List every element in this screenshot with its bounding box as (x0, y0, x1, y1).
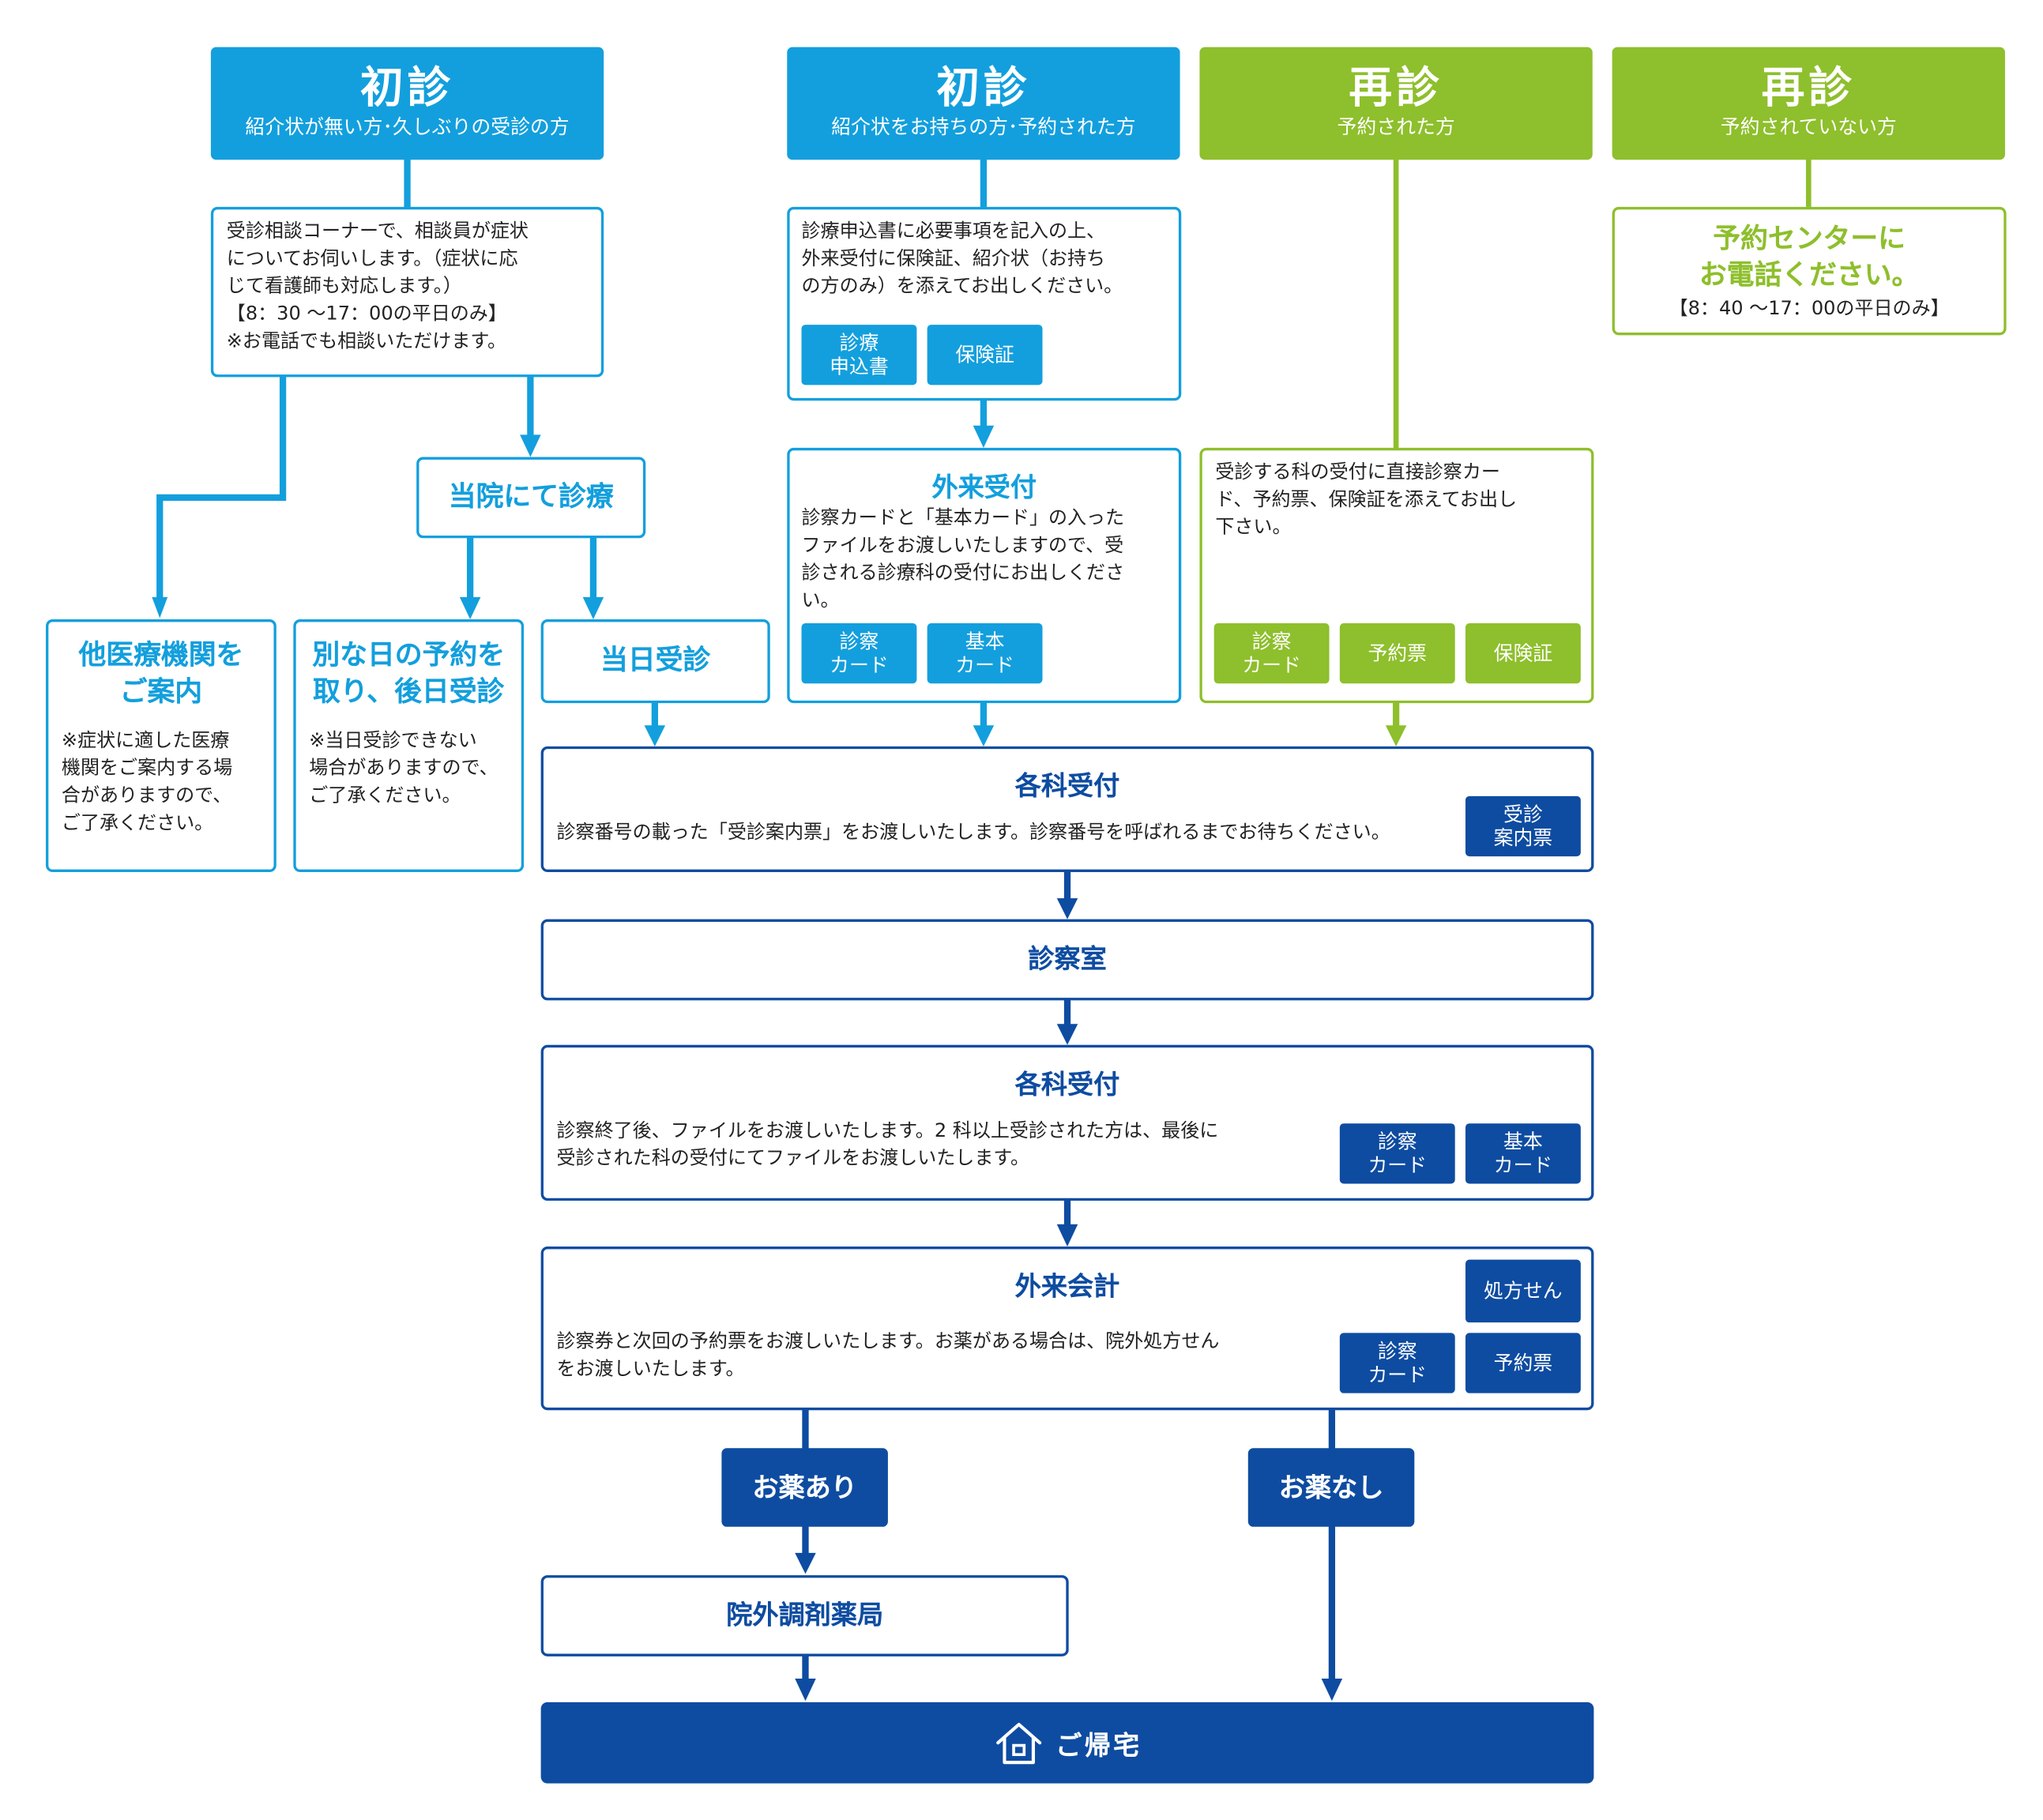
header-title: 初診 (359, 61, 455, 113)
accounting-text: 診察券と次回の予約票をお渡しいたします。お薬がある場合は、院外処方せん をお渡し… (556, 1331, 1220, 1381)
tag-guide-slip: 受診 案内票 (1465, 795, 1581, 857)
pharmacy-box (540, 1575, 1069, 1656)
department-reception-text: 診察番号の載った「受診案内票」をお渡しいたします。診察番号を呼ばれるまでお待ちく… (556, 822, 1390, 844)
department-reception-box (540, 746, 1594, 872)
header-subtitle: 紹介状をお持ちの方･予約された方 (831, 115, 1136, 139)
other-institution-title: 他医療機関を ご案内 (78, 638, 244, 708)
header-title: 再診 (1349, 61, 1443, 113)
reservation-center-hours: 【8：40 ～17：00の平日のみ】 (1669, 298, 1950, 320)
branch-with-medicine: お薬あり (721, 1448, 888, 1527)
header-subtitle: 紹介状が無い方･久しぶりの受診の方 (245, 115, 570, 139)
treat-here-box (416, 457, 646, 539)
department-reception-title: 各科受付 (1014, 769, 1120, 802)
header-return-reserved: 再診 予約された方 (1199, 47, 1593, 160)
tag-reservation-slip: 予約票 (1339, 623, 1455, 684)
department-reception-after-title: 各科受付 (1014, 1068, 1120, 1100)
direct-department-text: 受診する科の受付に直接診察カー ド、予約票、保険証を添えてお出し 下さい。 (1215, 462, 1518, 539)
tag-patient-card: 診察 カード (1339, 1333, 1455, 1393)
department-reception-after-text: 診察終了後、ファイルをお渡しいたします。2 科以上受診された方は、最後に 受診さ… (556, 1120, 1219, 1170)
tag-reservation-slip: 予約票 (1465, 1333, 1581, 1393)
tag-insurance-card: 保険証 (927, 325, 1043, 385)
go-home-label: ご帰宅 (1055, 1728, 1142, 1761)
tag-patient-card: 診察 カード (1339, 1123, 1455, 1184)
accounting-title: 外来会計 (1014, 1269, 1120, 1302)
go-home-row: ご帰宅 (541, 1702, 1594, 1784)
go-home-box (540, 1702, 1594, 1784)
another-day-box (293, 619, 525, 872)
header-first-visit-no-referral: 初診 紹介状が無い方･久しぶりの受診の方 (210, 47, 604, 160)
consult-corner-text: 受診相談コーナーで、相談員が症状 についてお伺いします。（症状に応 じて看護師も… (226, 221, 529, 352)
header-return-unreserved: 再診 予約されていない方 (1612, 47, 2005, 160)
branch-without-medicine: お薬なし (1247, 1448, 1415, 1527)
tag-basic-card: 基本 カード (927, 623, 1043, 684)
consult-corner-box (210, 206, 604, 378)
other-institution-box (46, 619, 277, 872)
reservation-center-title: 予約センターに お電話ください。 (1699, 222, 1920, 291)
header-subtitle: 予約された方 (1337, 115, 1455, 139)
outpatient-reception-title: 外来受付 (931, 471, 1037, 503)
tag-insurance-card: 保険証 (1465, 623, 1581, 684)
pharmacy-label: 院外調剤薬局 (726, 1598, 884, 1630)
tag-patient-card: 診察 カード (1213, 623, 1330, 684)
other-institution-text: ※症状に適した医療 機関をご案内する場 合がありますので、 ご了承ください。 (61, 730, 233, 834)
treat-here-label: 当院にて診療 (448, 480, 614, 513)
same-day-box (540, 619, 770, 704)
tag-basic-card: 基本 カード (1465, 1123, 1581, 1184)
house-icon (996, 1722, 1042, 1765)
application-text: 診療申込書に必要事項を記入の上、 外来受付に保険証、紹介状（お持ち の方のみ）を… (801, 221, 1123, 298)
reservation-center-box (1612, 206, 2007, 336)
tag-prescription: 処方せん (1465, 1259, 1581, 1323)
another-day-text: ※当日受診できない 場合がありますので、 ご了承ください。 (309, 730, 499, 807)
same-day-label: 当日受診 (600, 644, 711, 676)
another-day-title: 別な日の予約を 取り、後日受診 (312, 638, 506, 708)
outpatient-reception-text: 診察カードと「基本カード」の入った ファイルをお渡しいたしますので、受 診される… (801, 508, 1125, 612)
header-subtitle: 予約されていない方 (1720, 115, 1897, 139)
exam-room-label: 診察室 (1028, 942, 1107, 975)
header-first-visit-referral: 初診 紹介状をお持ちの方･予約された方 (787, 47, 1180, 160)
exam-room-box (540, 919, 1594, 1001)
tag-patient-card: 診察 カード (801, 623, 917, 684)
header-title: 再診 (1761, 61, 1856, 113)
header-title: 初診 (936, 61, 1031, 113)
tag-application-form: 診療 申込書 (801, 325, 917, 385)
